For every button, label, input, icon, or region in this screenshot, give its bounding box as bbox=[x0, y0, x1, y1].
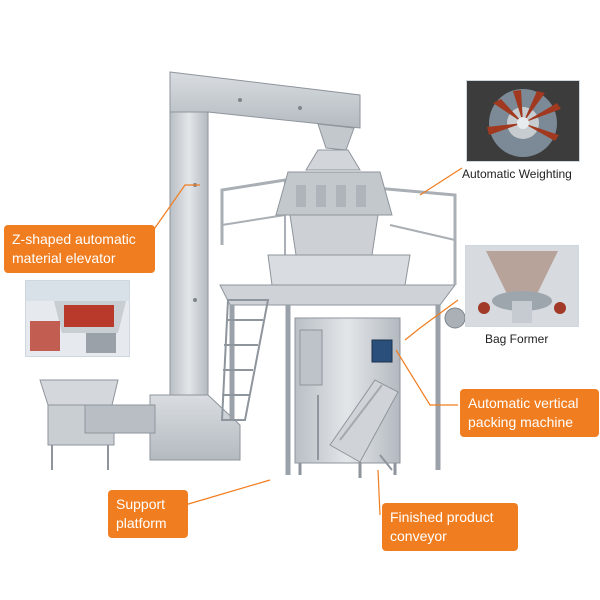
support-platform bbox=[219, 178, 457, 475]
bag-former-caption: Bag Former bbox=[485, 332, 549, 346]
leader-lines bbox=[149, 167, 463, 516]
label-support-platform: Support platform bbox=[108, 490, 188, 538]
multihead-weigher bbox=[267, 149, 411, 286]
z-elevator bbox=[39, 71, 361, 470]
elevator-inset-photo bbox=[25, 280, 130, 357]
bag-former-photo-drawing bbox=[478, 251, 566, 323]
weighting-photo-drawing bbox=[487, 89, 561, 157]
finished-product-conveyor bbox=[329, 379, 399, 478]
label-elevator: Z-shaped automatic material elevator bbox=[4, 225, 155, 273]
weighting-caption: Automatic Weighting bbox=[462, 167, 572, 181]
label-conveyor: Finished product conveyor bbox=[382, 503, 518, 551]
weighting-photo bbox=[466, 80, 580, 162]
elevator-inset-drawing bbox=[26, 281, 129, 353]
bag-former-photo bbox=[465, 245, 579, 327]
label-packing-machine: Automatic vertical packing machine bbox=[460, 389, 599, 437]
